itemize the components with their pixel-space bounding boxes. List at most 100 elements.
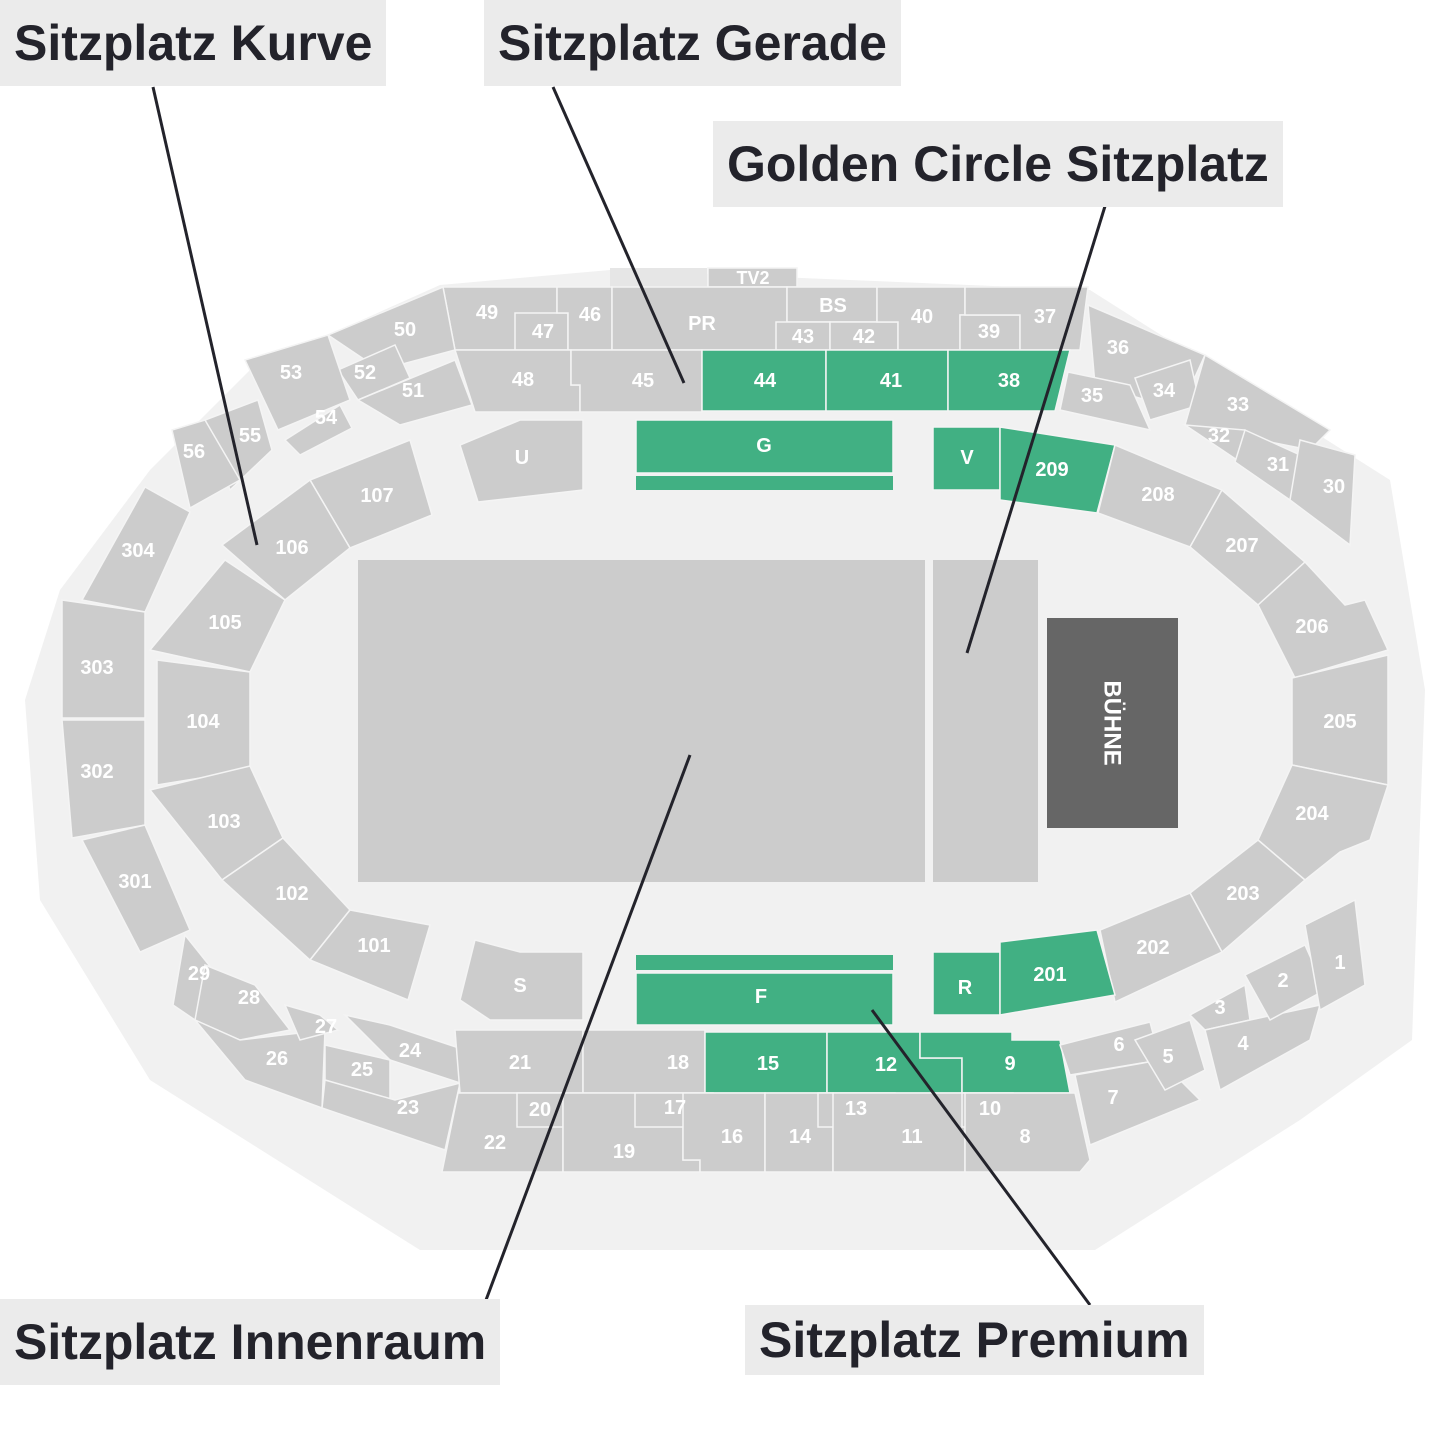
section-label-18: 18 bbox=[667, 1052, 689, 1074]
section-label-105: 105 bbox=[208, 612, 241, 634]
callout-lines bbox=[151, 86, 1112, 1306]
section-label-36: 36 bbox=[1107, 337, 1129, 359]
section-label-6: 6 bbox=[1113, 1034, 1124, 1056]
section-label-201: 201 bbox=[1033, 964, 1066, 986]
section-26[interactable] bbox=[194, 1019, 326, 1110]
section-label-21: 21 bbox=[509, 1052, 531, 1074]
section-label-13: 13 bbox=[845, 1098, 867, 1120]
section-label-103: 103 bbox=[207, 811, 240, 833]
section-label-206: 206 bbox=[1295, 616, 1328, 638]
section-label-bs: BS bbox=[819, 295, 847, 317]
section-label-47: 47 bbox=[532, 321, 554, 343]
section-label-22: 22 bbox=[484, 1132, 506, 1154]
section-label-203: 203 bbox=[1226, 883, 1259, 905]
section-g-strip[interactable] bbox=[636, 476, 893, 490]
section-label-17: 17 bbox=[664, 1097, 686, 1119]
section-201[interactable] bbox=[999, 929, 1116, 1016]
section-label-56: 56 bbox=[183, 441, 205, 463]
section-label-2: 2 bbox=[1277, 970, 1288, 992]
section-label-35: 35 bbox=[1081, 385, 1103, 407]
section-27[interactable] bbox=[283, 1003, 340, 1041]
section-label-8: 8 bbox=[1019, 1126, 1030, 1148]
section-label-42: 42 bbox=[853, 326, 875, 348]
section-106[interactable] bbox=[220, 478, 351, 601]
section-label-u: U bbox=[515, 447, 529, 469]
innenraum-floor[interactable] bbox=[358, 560, 925, 882]
section-label-3: 3 bbox=[1214, 997, 1225, 1019]
callout-sitzplatz-kurve: Sitzplatz Kurve bbox=[0, 0, 387, 86]
section-label-26: 26 bbox=[266, 1048, 288, 1070]
section-label-40: 40 bbox=[911, 306, 933, 328]
section-304[interactable] bbox=[80, 485, 191, 613]
section-label-49: 49 bbox=[476, 302, 498, 324]
section-label-tv2: TV2 bbox=[736, 268, 769, 288]
callout-line-gerade bbox=[551, 86, 686, 384]
section-f[interactable] bbox=[635, 972, 894, 1026]
section-label-f: F bbox=[755, 986, 767, 1008]
section-1[interactable] bbox=[1304, 898, 1366, 1012]
section-u[interactable] bbox=[459, 419, 584, 503]
section-8[interactable] bbox=[964, 1092, 1091, 1173]
section-label-205: 205 bbox=[1323, 711, 1356, 733]
section-105[interactable] bbox=[148, 559, 286, 673]
section-label-23: 23 bbox=[397, 1097, 419, 1119]
section-label-9: 9 bbox=[1004, 1053, 1015, 1075]
callout-sitzplatz-innenraum: Sitzplatz Innenraum bbox=[0, 1299, 501, 1385]
section-4[interactable] bbox=[1204, 1004, 1322, 1092]
section-s[interactable] bbox=[459, 939, 584, 1021]
golden-circle-floor[interactable] bbox=[933, 560, 1038, 882]
section-label-209: 209 bbox=[1035, 459, 1068, 481]
section-label-41: 41 bbox=[880, 370, 902, 392]
section-label-28: 28 bbox=[238, 987, 260, 1009]
section-label-pr: PR bbox=[688, 313, 716, 335]
section-label-54: 54 bbox=[315, 407, 338, 429]
section-101[interactable] bbox=[308, 909, 431, 1002]
section-label-43: 43 bbox=[792, 326, 814, 348]
section-label-104: 104 bbox=[186, 711, 220, 733]
section-label-303: 303 bbox=[80, 657, 113, 679]
section-301[interactable] bbox=[80, 824, 191, 953]
section-label-38: 38 bbox=[998, 370, 1020, 392]
callout-line-innenraum bbox=[484, 754, 692, 1301]
callout-line-kurve bbox=[151, 86, 259, 546]
section-label-29: 29 bbox=[188, 963, 210, 985]
section-label-19: 19 bbox=[613, 1141, 635, 1163]
section-label-32: 32 bbox=[1208, 425, 1230, 447]
section-50[interactable] bbox=[326, 285, 456, 371]
section-5[interactable] bbox=[1133, 1019, 1206, 1091]
section-label-4: 4 bbox=[1237, 1033, 1249, 1055]
section-38[interactable] bbox=[947, 349, 1071, 412]
section-label-301: 301 bbox=[118, 871, 151, 893]
callout-sitzplatz-gerade: Sitzplatz Gerade bbox=[484, 0, 901, 86]
section-51[interactable] bbox=[356, 359, 473, 426]
section-label-46: 46 bbox=[579, 304, 601, 326]
section-label-51: 51 bbox=[402, 380, 424, 402]
section-label-10: 10 bbox=[979, 1098, 1001, 1120]
section-label-53: 53 bbox=[280, 362, 302, 384]
section-label-302: 302 bbox=[80, 761, 113, 783]
section-label-55: 55 bbox=[239, 425, 261, 447]
section-label-7: 7 bbox=[1107, 1087, 1118, 1109]
callout-premium-sitzplatz: Sitzplatz Premium bbox=[745, 1305, 1204, 1375]
section-label-45: 45 bbox=[632, 370, 654, 392]
section-label-1: 1 bbox=[1334, 952, 1345, 974]
callout-line-golden bbox=[965, 189, 1112, 654]
section-28[interactable] bbox=[194, 963, 292, 1041]
section-g[interactable] bbox=[635, 419, 894, 474]
section-label-27: 27 bbox=[315, 1016, 337, 1038]
section-label-44: 44 bbox=[754, 370, 777, 392]
section-label-207: 207 bbox=[1225, 535, 1258, 557]
section-35[interactable] bbox=[1059, 371, 1152, 432]
section-53[interactable] bbox=[243, 334, 351, 431]
section-label-208: 208 bbox=[1141, 484, 1174, 506]
section-label-52: 52 bbox=[354, 362, 376, 384]
section-label-14: 14 bbox=[789, 1126, 812, 1148]
section-54[interactable] bbox=[283, 403, 354, 456]
section-label-31: 31 bbox=[1267, 454, 1289, 476]
section-30[interactable] bbox=[1289, 439, 1356, 547]
section-label-39: 39 bbox=[978, 321, 1000, 343]
section-f-strip[interactable] bbox=[636, 955, 893, 970]
section-label-34: 34 bbox=[1153, 380, 1176, 402]
section-56[interactable] bbox=[171, 419, 242, 510]
section-303[interactable] bbox=[61, 599, 146, 719]
